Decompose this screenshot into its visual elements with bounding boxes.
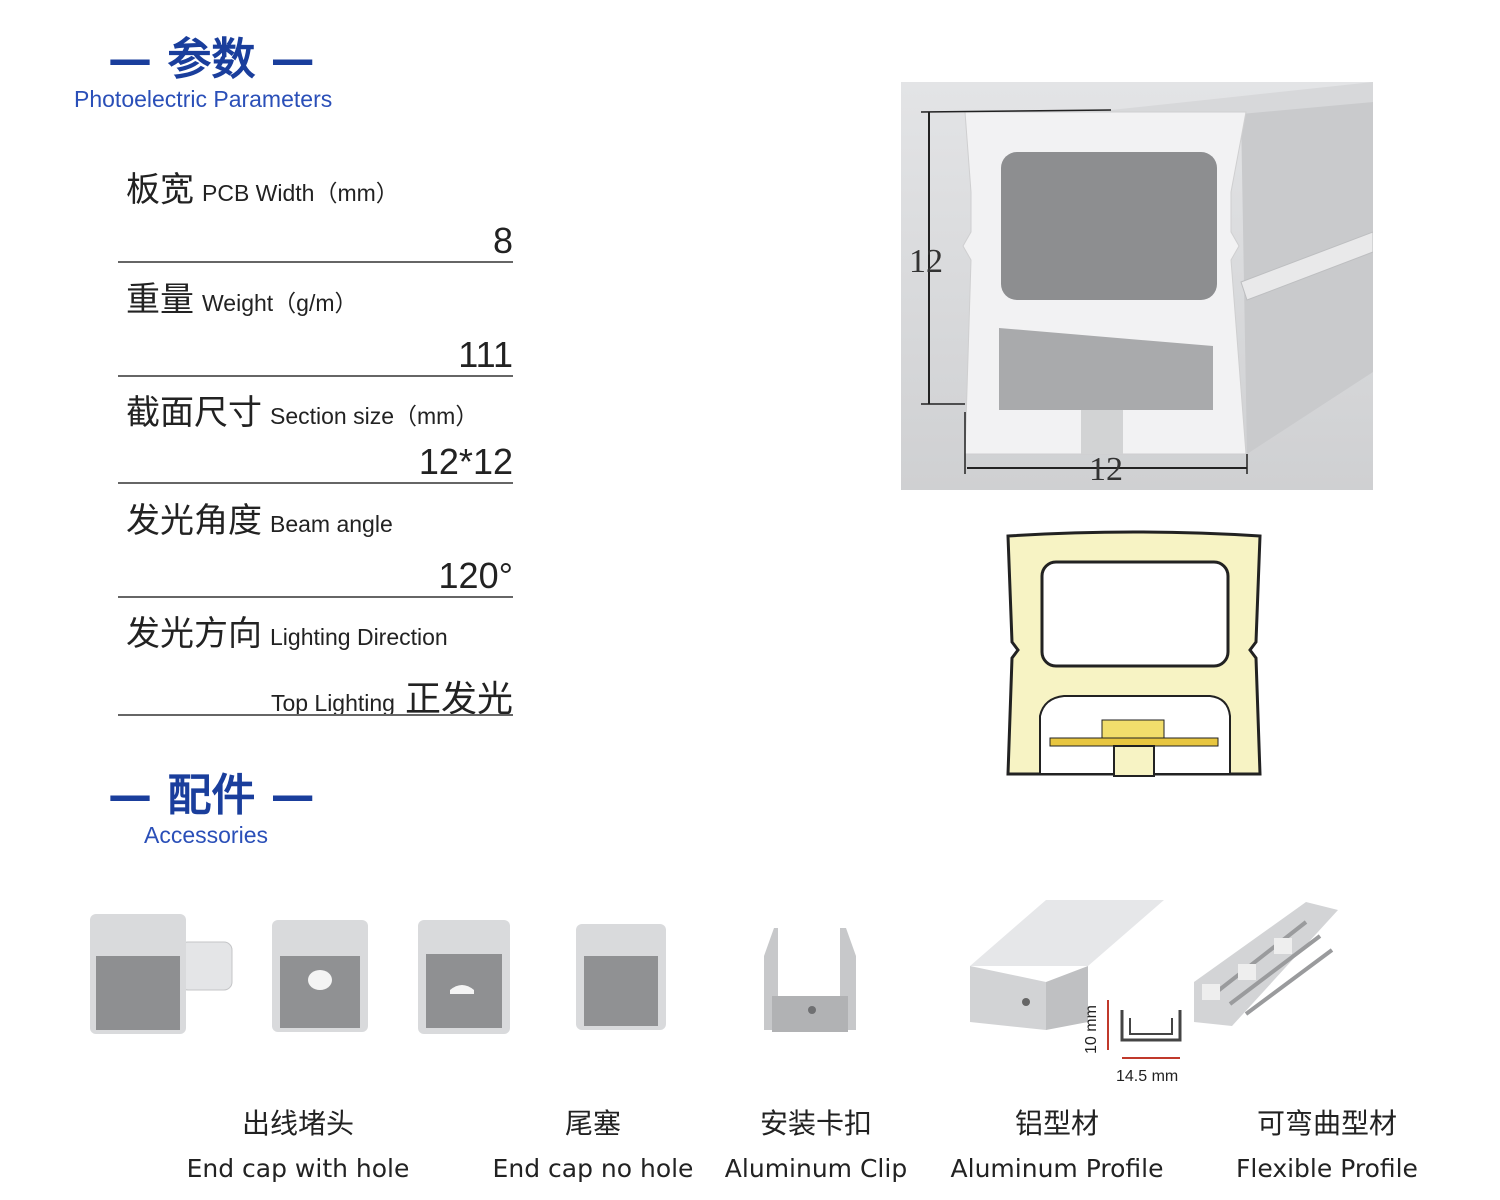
accessory-name-en: End cap with hole (186, 1154, 410, 1183)
accessory-label-aluminum-profile: 铝型材 Aluminum Profile (942, 1102, 1172, 1183)
param-label-en: Lighting Direction (270, 624, 448, 650)
param-pcb-width: 板宽 PCB Width（mm） 8 (118, 162, 513, 267)
profile-3d-diagram: 12 12 (901, 82, 1373, 490)
end-cap-with-hole-image (90, 914, 233, 1034)
param-label-en: Weight（g/m） (202, 290, 358, 316)
accessory-name-en: Flexible Profile (1236, 1154, 1418, 1183)
light-cavity (1001, 152, 1217, 300)
param-label-cn: 发光方向 (126, 614, 262, 654)
accessory-name-en: End cap no hole (492, 1154, 694, 1183)
divider (118, 261, 513, 263)
divider (118, 375, 513, 377)
flexible-profile-image (1194, 902, 1338, 1026)
aluminum-clip-image (764, 928, 856, 1032)
aluminum-profile-image (970, 900, 1164, 1030)
height-dim-top (920, 109, 1112, 113)
profile-dimension-drawing: 10 mm 14.5 mm (1083, 1000, 1182, 1085)
param-value-cn: 正发光 (404, 678, 513, 719)
profile-height-label: 10 mm (1083, 1005, 1100, 1054)
param-label-cn: 重量 (126, 280, 194, 320)
accessory-name-cn: 出线堵头 (241, 1107, 354, 1140)
accessory-name-cn: 可弯曲型材 (1256, 1107, 1397, 1140)
width-dim-label: 12 (1089, 451, 1123, 488)
accessory-label-end-cap-with-hole: 出线堵头 End cap with hole (163, 1102, 433, 1183)
profile-width-label: 14.5 mm (1116, 1068, 1178, 1085)
divider (118, 482, 513, 484)
accessory-name-en: Aluminum Profile (950, 1154, 1164, 1183)
param-value: 8 (492, 220, 513, 261)
accessory-name-cn: 铝型材 (1014, 1107, 1099, 1140)
param-label-cn: 截面尺寸 (126, 393, 262, 433)
center-slot (1113, 745, 1155, 777)
accessory-label-end-cap-no-hole: 尾塞 End cap no hole (480, 1102, 706, 1183)
param-label-en: Section size（mm） (270, 403, 479, 429)
accessory-name-en: Aluminum Clip (724, 1154, 908, 1183)
pcb-strip (1049, 737, 1219, 747)
accessory-name-cn: 安装卡扣 (759, 1107, 872, 1140)
profile-cross-section (1006, 530, 1262, 777)
side-rod (1240, 231, 1373, 301)
divider (118, 714, 513, 716)
top-face (965, 82, 1373, 114)
param-value-en: Top Lighting (270, 690, 395, 716)
side-face (1241, 102, 1373, 454)
param-lighting-direction: 发光方向 Lighting Direction Top Lighting 正发光 (118, 606, 513, 719)
height-dim-label: 12 (909, 243, 943, 280)
divider (118, 596, 513, 598)
inner-cavity (1040, 560, 1230, 668)
param-label-cn: 板宽 (126, 170, 194, 210)
param-section-size: 截面尺寸 Section size（mm） 12*12 (118, 385, 513, 490)
end-cap-bottom-hole-image (418, 920, 510, 1034)
end-cap-no-hole-image (576, 924, 666, 1030)
params-subtitle: Photoelectric Parameters (74, 86, 333, 112)
led-chamber (999, 328, 1213, 410)
param-label-cn: 发光角度 (126, 501, 262, 541)
param-label-en: Beam angle (270, 511, 393, 537)
accessory-label-aluminum-clip: 安装卡扣 Aluminum Clip (716, 1102, 916, 1183)
param-beam-angle: 发光角度 Beam angle 120° (118, 493, 513, 598)
params-title: — 参数 — (108, 34, 315, 85)
param-value: 111 (458, 334, 513, 375)
accessories-subtitle: Accessories (144, 822, 268, 848)
param-value: Top Lighting 正发光 (271, 670, 513, 722)
bottom-slot (1081, 410, 1123, 454)
param-weight: 重量 Weight（g/m） 111 (118, 272, 513, 377)
led-chip (1101, 719, 1165, 739)
end-cap-side-hole-image (272, 920, 368, 1032)
param-value: 12*12 (418, 441, 513, 482)
param-label-en: PCB Width（mm） (202, 180, 399, 206)
accessories-title: — 配件 — (108, 770, 315, 821)
accessory-name-cn: 尾塞 (564, 1107, 621, 1140)
accessory-label-flexible-profile: 可弯曲型材 Flexible Profile (1222, 1102, 1432, 1183)
param-value: 120° (438, 555, 513, 596)
